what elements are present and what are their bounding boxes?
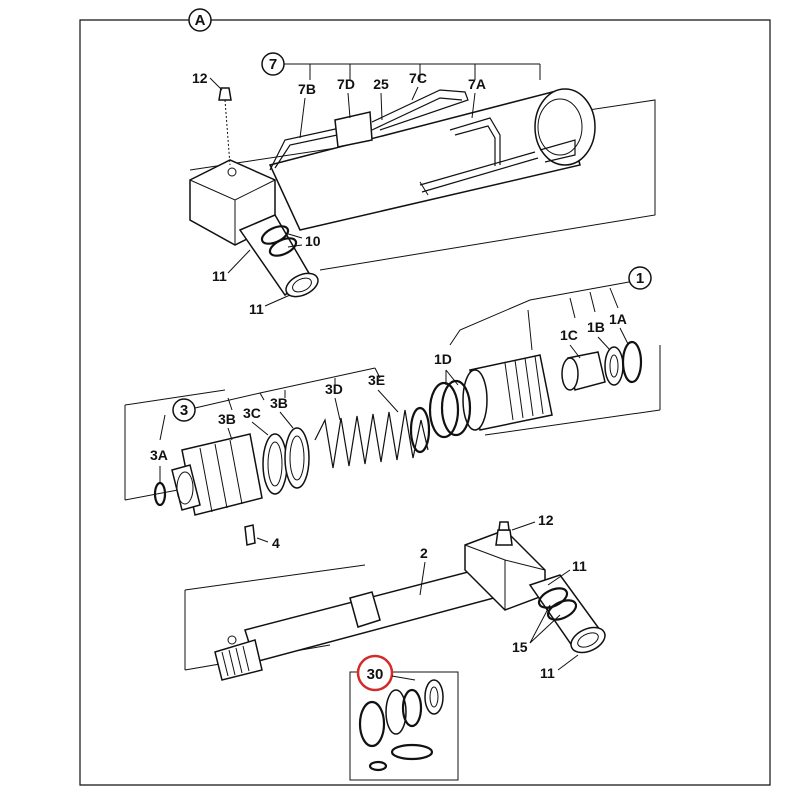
- pipe-7B: [269, 127, 343, 171]
- seal-kit-frame: [349, 671, 459, 781]
- seal-1D-b: [440, 379, 472, 437]
- valve-block-7D: [334, 111, 373, 148]
- grease-nipple-top: [218, 87, 232, 101]
- middle-panel: [124, 345, 661, 501]
- label-12-top: 12: [192, 70, 208, 86]
- seal-1A: [621, 340, 643, 384]
- kit-seal-b: [385, 689, 407, 735]
- label-1A: 1A: [609, 311, 627, 327]
- piston-assembly: [124, 340, 661, 546]
- callouts-bottom: 2 12 11 15 11: [419, 512, 587, 681]
- seal-3C: [262, 433, 288, 495]
- label-3D: 3D: [325, 381, 343, 397]
- grease-nipple-bottom: [495, 529, 513, 546]
- label-2: 2: [420, 545, 428, 561]
- seal-3B: [284, 427, 310, 489]
- spring-3D: [314, 409, 429, 469]
- label-3: 3: [180, 402, 188, 419]
- pipe-7C: [371, 89, 469, 131]
- label-sheet: A: [195, 12, 206, 29]
- label-7C: 7C: [409, 70, 427, 86]
- seal-1B: [604, 346, 624, 386]
- label-15: 15: [512, 639, 528, 655]
- label-7B: 7B: [298, 81, 316, 97]
- label-3E: 3E: [368, 372, 385, 388]
- label-11-b: 11: [249, 301, 264, 317]
- seal-3E: [409, 406, 431, 454]
- pipe-7A: [449, 117, 501, 166]
- label-11-d: 11: [540, 665, 555, 681]
- kit-seal-a: [358, 700, 386, 748]
- label-1: 1: [636, 270, 644, 287]
- label-12-bottom: 12: [538, 512, 554, 528]
- label-3B-1: 3B: [218, 411, 236, 427]
- callouts-middle: 1 1A 1B 1C 1D 3 3A 3B 3C 3B 3D 3E 4: [150, 266, 652, 551]
- label-11-a: 11: [212, 268, 227, 284]
- sheet-callout: A: [188, 8, 212, 32]
- label-1C: 1C: [560, 327, 578, 343]
- label-1B: 1B: [587, 319, 605, 335]
- barrel-end-cap: [534, 88, 596, 166]
- kit-oring-large: [390, 743, 434, 761]
- kit-seal-c: [401, 688, 423, 728]
- label-7D: 7D: [337, 76, 355, 92]
- label-3B-2: 3B: [270, 395, 288, 411]
- outer-frame: [79, 19, 771, 786]
- label-10: 10: [305, 233, 321, 249]
- kit-oring-small: [368, 760, 388, 772]
- label-11-c: 11: [572, 558, 587, 574]
- label-3C: 3C: [243, 405, 261, 421]
- cylinder-barrel-group: [189, 87, 656, 298]
- label-30: 30: [367, 666, 384, 683]
- seal-1D-a: [428, 381, 460, 439]
- seal-kit-group: 30: [349, 654, 459, 781]
- label-7: 7: [269, 56, 277, 73]
- label-1D: 1D: [434, 351, 452, 367]
- piston-rod-group: [184, 521, 606, 681]
- label-4: 4: [272, 535, 280, 551]
- barrel-body: [268, 89, 581, 231]
- seal-kit-highlight-circle: [356, 654, 394, 692]
- label-7A: 7A: [468, 76, 486, 92]
- label-25: 25: [373, 76, 389, 92]
- kit-seal-d: [424, 679, 444, 715]
- pin-4: [244, 524, 256, 546]
- callouts-top: 7 7B 7D 25 7C 7A 12 10 11 11: [192, 52, 541, 317]
- label-3A: 3A: [150, 447, 168, 463]
